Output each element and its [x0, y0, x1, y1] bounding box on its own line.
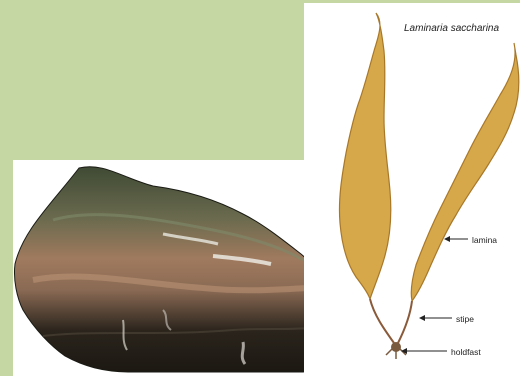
lamina-label: lamina [472, 235, 497, 245]
right-blade [411, 43, 519, 301]
kelp-diagram: Laminaria saccharina lamina stipe holdfa… [304, 3, 520, 376]
holdfast-arrow [401, 348, 447, 354]
kelp-blade-photo [13, 160, 305, 376]
stipe-left [370, 299, 394, 343]
stipe-right [398, 301, 412, 343]
stipe-arrow [419, 315, 452, 321]
stipe-label: stipe [456, 314, 474, 324]
lamina-arrow [444, 236, 468, 242]
holdfast-label: holdfast [451, 347, 481, 357]
species-title: Laminaria saccharina [404, 23, 499, 34]
left-blade [339, 13, 390, 299]
